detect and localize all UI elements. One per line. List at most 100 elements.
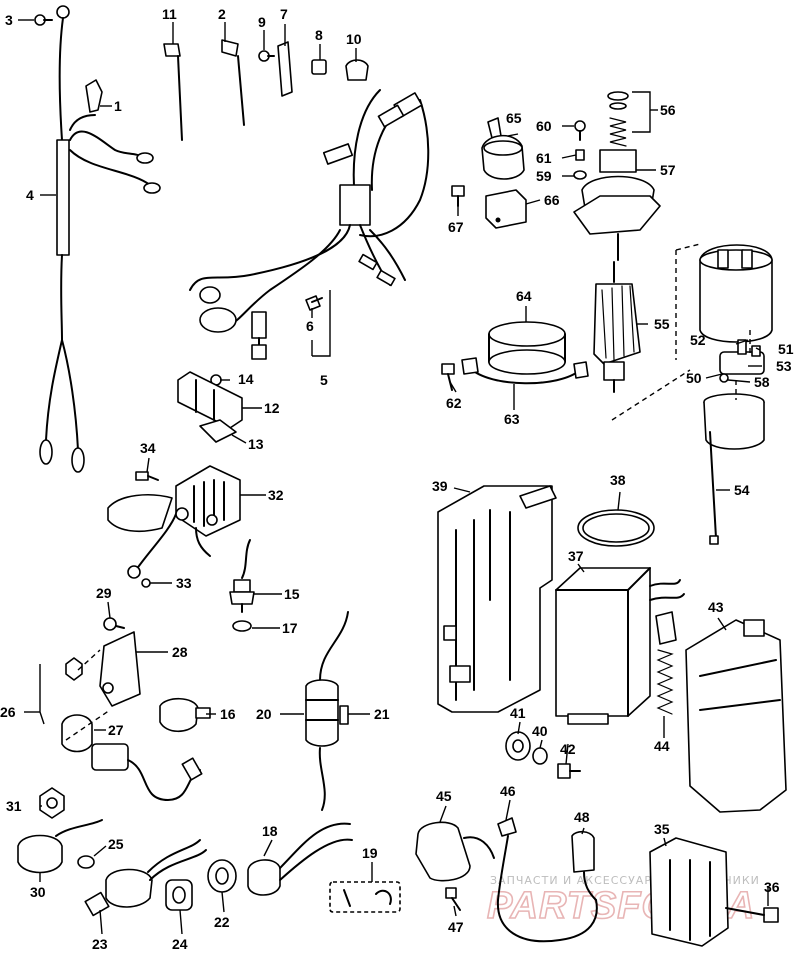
callout-41: 41 xyxy=(510,705,526,721)
part-relay-65 xyxy=(481,117,525,180)
callout-30: 30 xyxy=(30,884,46,900)
callout-67: 67 xyxy=(448,219,464,235)
part-bracket-12 xyxy=(177,371,243,429)
part-switch-23 xyxy=(84,839,207,917)
callout-64: 64 xyxy=(516,288,532,304)
part-clamp-11 xyxy=(163,43,183,141)
part-bolt-36 xyxy=(725,907,779,923)
callout-37: 37 xyxy=(568,548,584,564)
callout-31: 31 xyxy=(6,798,22,814)
part-through-bolt-54 xyxy=(709,431,719,545)
part-o-ring-38 xyxy=(577,509,655,547)
callout-12: 12 xyxy=(264,400,280,416)
leader-lines xyxy=(18,19,769,935)
callout-60: 60 xyxy=(536,118,552,134)
part-nut-31 xyxy=(39,787,65,819)
callout-11: 11 xyxy=(162,6,177,22)
part-wiring-harness-5 xyxy=(189,89,430,360)
callout-43: 43 xyxy=(708,599,724,615)
part-washer-59 xyxy=(573,170,587,180)
callout-32: 32 xyxy=(268,487,284,503)
callout-23: 23 xyxy=(92,936,108,952)
callout-62: 62 xyxy=(446,395,462,411)
part-screw-3 xyxy=(34,14,53,26)
callout-22: 22 xyxy=(214,914,230,930)
callout-10: 10 xyxy=(346,31,362,47)
callout-57: 57 xyxy=(660,162,676,178)
callout-26: 26 xyxy=(0,704,16,720)
callout-4: 4 xyxy=(26,187,34,203)
part-cable-4 xyxy=(39,5,161,473)
part-grommet-41 xyxy=(505,731,531,761)
part-screw-29 xyxy=(103,617,125,631)
part-spark-cap-48 xyxy=(571,830,597,901)
callout-65: 65 xyxy=(506,110,522,126)
part-clip-46 xyxy=(496,817,598,943)
part-bracket-28 xyxy=(99,631,141,707)
callout-13: 13 xyxy=(248,436,264,452)
part-bracket-35 xyxy=(649,837,729,947)
part-terminal-1 xyxy=(85,79,103,113)
callout-51: 51 xyxy=(778,341,794,357)
part-clip-33 xyxy=(141,578,151,588)
part-grommet-22 xyxy=(207,859,237,893)
callout-61: 61 xyxy=(536,150,552,166)
callout-6: 6 xyxy=(306,318,314,334)
callout-25: 25 xyxy=(108,836,124,852)
callout-3: 3 xyxy=(5,12,13,28)
callout-28: 28 xyxy=(172,644,188,660)
callout-47: 47 xyxy=(448,919,464,935)
part-bracket-66 xyxy=(485,189,527,229)
part-washer-40 xyxy=(532,747,548,765)
part-pressure-switch-16 xyxy=(159,697,211,733)
callout-19: 19 xyxy=(362,845,378,861)
callout-35: 35 xyxy=(654,821,670,837)
part-o-ring-17 xyxy=(232,620,252,632)
part-panel-39 xyxy=(437,485,557,713)
part-clip-8 xyxy=(311,59,327,75)
callout-1: 1 xyxy=(114,98,122,114)
part-spring-56 xyxy=(607,91,629,147)
part-screw-60 xyxy=(574,120,586,141)
part-switch-27 xyxy=(61,714,203,801)
callout-54: 54 xyxy=(734,482,750,498)
callout-56: 56 xyxy=(660,102,676,118)
callout-63: 63 xyxy=(504,411,520,427)
callout-39: 39 xyxy=(432,478,448,494)
part-nut-26a xyxy=(65,657,83,681)
callout-labels: 1 2 3 4 5 6 7 8 9 10 11 12 13 14 15 16 1… xyxy=(0,6,794,952)
part-bolt-42 xyxy=(557,763,581,779)
callout-14: 14 xyxy=(238,371,254,387)
part-screw-6 xyxy=(305,295,323,311)
part-brush-set xyxy=(719,339,765,383)
part-starter-housing xyxy=(699,244,773,343)
callout-53: 53 xyxy=(776,358,792,374)
part-cover-43 xyxy=(685,619,787,813)
callout-24: 24 xyxy=(172,936,188,952)
part-bolt-47 xyxy=(445,887,461,911)
part-clip-10 xyxy=(345,59,369,81)
callout-21: 21 xyxy=(374,706,390,722)
part-bracket-7 xyxy=(277,41,293,97)
part-connector-18 xyxy=(247,822,353,896)
part-fuse-21 xyxy=(339,705,349,725)
part-clamp-2 xyxy=(221,39,245,126)
part-pin-61 xyxy=(575,149,585,161)
callout-18: 18 xyxy=(262,823,278,839)
callout-16: 16 xyxy=(220,706,236,722)
callout-58: 58 xyxy=(754,374,770,390)
part-end-cap xyxy=(703,393,765,450)
callout-9: 9 xyxy=(258,14,266,30)
part-ignition-coil-45 xyxy=(415,821,495,882)
callout-59: 59 xyxy=(536,168,552,184)
callout-33: 33 xyxy=(176,575,192,591)
part-strap-63 xyxy=(461,357,589,385)
part-fuse-holder-20 xyxy=(305,611,349,811)
part-clip-19 xyxy=(329,881,401,913)
callout-44: 44 xyxy=(654,738,670,754)
callout-15: 15 xyxy=(284,586,300,602)
callout-2: 2 xyxy=(218,6,226,22)
part-screw-9 xyxy=(258,50,275,62)
callout-48: 48 xyxy=(574,809,590,825)
callout-38: 38 xyxy=(610,472,626,488)
